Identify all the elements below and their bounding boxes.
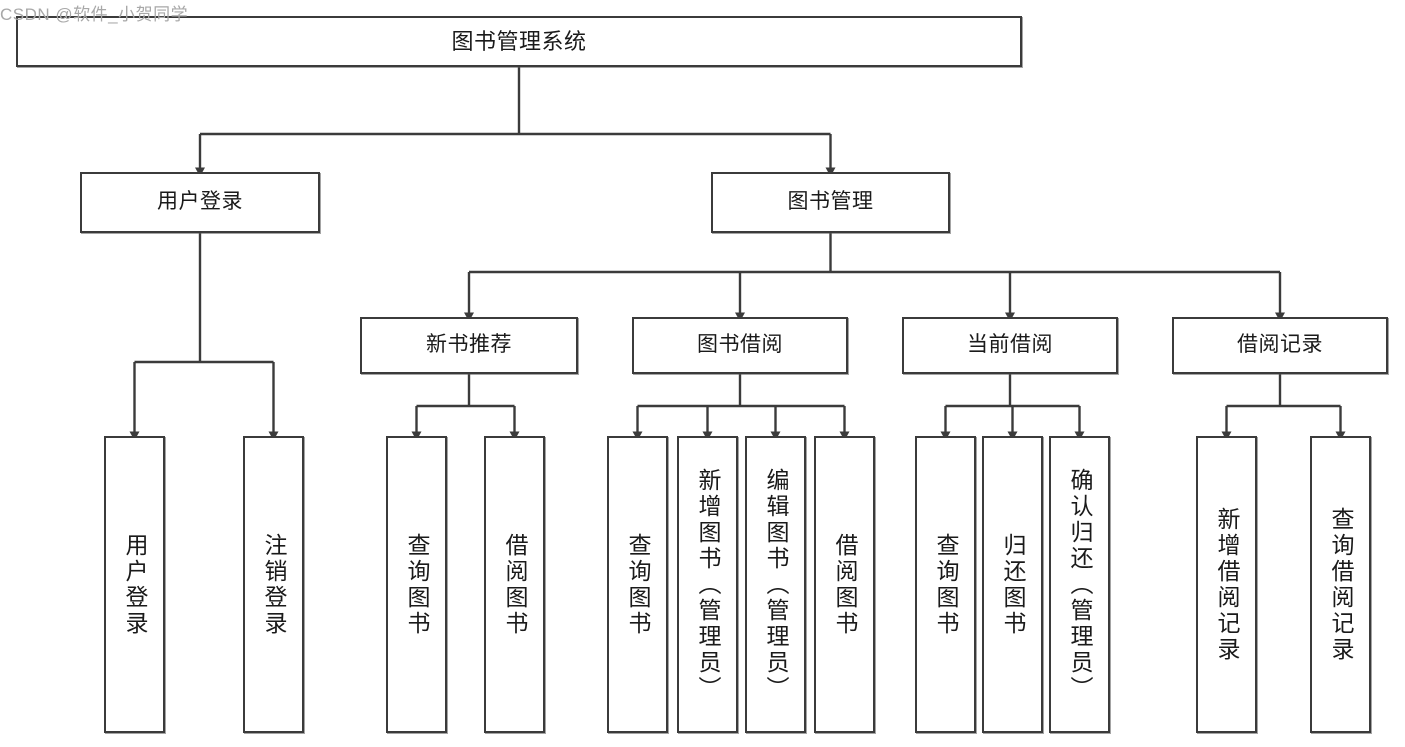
node-new-book-recommendation[interactable]: 新书推荐	[360, 317, 578, 374]
node-current-borrowing[interactable]: 当前借阅	[902, 317, 1118, 374]
node-label: 注销登录	[261, 532, 287, 637]
node-label: 新增借阅记录	[1214, 506, 1240, 663]
node-user-login[interactable]: 用户登录	[80, 172, 320, 233]
node-query-book-borrow[interactable]: 查询图书	[607, 436, 668, 733]
node-label: 编辑图书（管理员）	[763, 467, 789, 702]
node-label: 用户登录	[122, 532, 148, 637]
node-book-borrowing[interactable]: 图书借阅	[632, 317, 848, 374]
node-add-book-admin[interactable]: 新增图书（管理员）	[677, 436, 738, 733]
node-label: 查询图书	[625, 532, 651, 637]
node-return-book[interactable]: 归还图书	[982, 436, 1043, 733]
node-borrow-book-rec[interactable]: 借阅图书	[484, 436, 545, 733]
node-label: 图书管理	[787, 190, 874, 214]
node-label: 归还图书	[1000, 532, 1026, 637]
node-book-management[interactable]: 图书管理	[711, 172, 950, 233]
node-label: 图书借阅	[697, 333, 783, 357]
node-label: 查询图书	[933, 532, 959, 637]
node-label: 用户登录	[157, 190, 243, 214]
node-query-borrow-record[interactable]: 查询借阅记录	[1310, 436, 1371, 733]
node-label: 查询图书	[404, 532, 430, 637]
node-query-book-rec[interactable]: 查询图书	[386, 436, 447, 733]
node-label: 借阅图书	[502, 532, 528, 637]
node-label: 确认归还（管理员）	[1067, 467, 1093, 702]
node-label: 图书管理系统	[451, 28, 587, 54]
node-query-book-current[interactable]: 查询图书	[915, 436, 976, 733]
node-borrow-records[interactable]: 借阅记录	[1172, 317, 1388, 374]
node-logout-leaf[interactable]: 注销登录	[243, 436, 304, 733]
node-label: 借阅图书	[832, 532, 858, 637]
node-root[interactable]: 图书管理系统	[16, 16, 1022, 67]
node-borrow-book[interactable]: 借阅图书	[814, 436, 875, 733]
node-label: 当前借阅	[967, 333, 1053, 357]
node-confirm-return-admin[interactable]: 确认归还（管理员）	[1049, 436, 1110, 733]
node-label: 查询借阅记录	[1328, 506, 1354, 663]
csdn-watermark: CSDN @软件_小贺同学	[0, 5, 189, 24]
node-label: 借阅记录	[1237, 333, 1323, 357]
node-label: 新增图书（管理员）	[695, 467, 721, 702]
node-label: 新书推荐	[426, 333, 512, 357]
node-add-borrow-record[interactable]: 新增借阅记录	[1196, 436, 1257, 733]
node-user-login-leaf[interactable]: 用户登录	[104, 436, 165, 733]
node-edit-book-admin[interactable]: 编辑图书（管理员）	[745, 436, 806, 733]
